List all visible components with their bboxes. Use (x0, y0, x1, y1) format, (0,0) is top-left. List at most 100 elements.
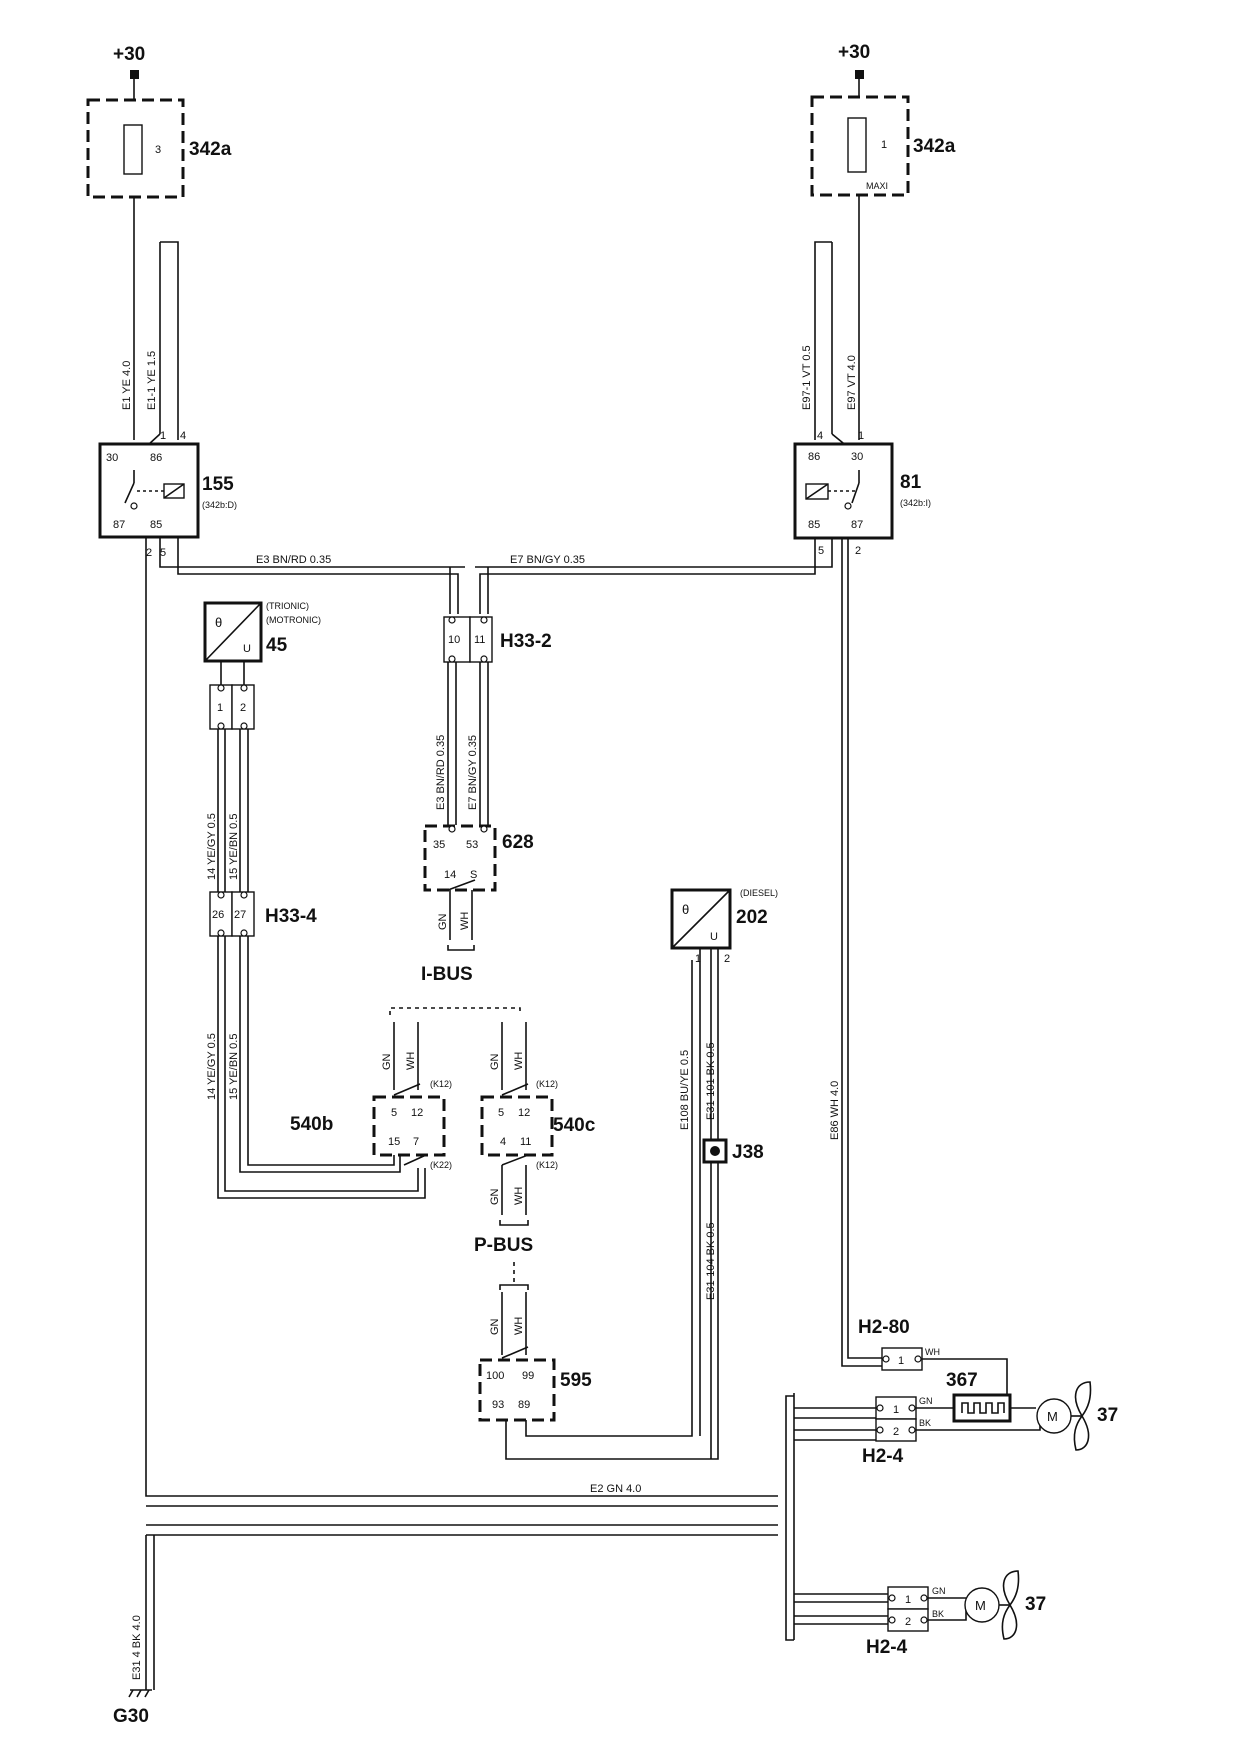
c45-a: 1 (217, 702, 223, 714)
wire-yebn-1: 15 YE/BN 0.5 (228, 814, 240, 880)
ground-g30: G30 (113, 1689, 152, 1727)
540c-c: 4 (500, 1136, 506, 1148)
h2-80-pin: 1 (898, 1355, 904, 1367)
h33-2-b: 11 (474, 634, 485, 646)
junction-j38: J38 E31-104 BK 0.5 (702, 1138, 764, 1459)
fan-37-lower: M 37 (964, 1570, 1046, 1640)
module-540c: GN WH (K12) 5 12 4 11 (K12) 540c GN WH (480, 1022, 596, 1226)
540b-d: 7 (413, 1136, 419, 1148)
540b-wh: WH (405, 1052, 417, 1070)
fuse-right-id: 342a (913, 136, 956, 157)
595-c: 93 (492, 1399, 504, 1411)
ibus-label: I-BUS (421, 964, 473, 985)
connector-h33-2: 10 11 H33-2 (443, 616, 552, 663)
h2-4a-id: H2-4 (862, 1446, 904, 1467)
connector-h2-4-upper: 1 2 GN BK H2-4 (794, 1396, 1041, 1467)
wires-h33-2: E3 BN/RD 0.35 E7 BN/GY 0.35 (159, 537, 833, 614)
relay155-p87: 87 (113, 519, 125, 531)
relay155-t1: 1 (160, 430, 166, 442)
sensor202-u: U (710, 931, 718, 943)
h2-80-color: WH (925, 1347, 940, 1357)
module-540b: GN WH (K12) 5 12 15 7 (K22) 540b (290, 1022, 452, 1170)
connector-45: 1 2 (209, 684, 255, 730)
h2-4a-c1: GN (919, 1396, 933, 1406)
ibus-gn-1: GN (437, 913, 449, 930)
relay81-ref: (342b:I) (900, 498, 931, 508)
left-fuse-342a: 3 342a (86, 98, 232, 199)
h2-4b-p2: 2 (905, 1616, 911, 1628)
sensor45-note1: (TRIONIC) (266, 601, 309, 611)
connector-h2-4-lower: 1 2 GN BK H2-4 (794, 1586, 967, 1658)
540b-a: 5 (391, 1107, 397, 1119)
c628-b: 53 (466, 839, 478, 851)
relay155-p86: 86 (150, 452, 162, 464)
h2-4a-p2: 2 (893, 1426, 899, 1438)
wire-labels-top: E1 YE 4.0 E1-1 YE 1.5 E97-1 VT 0.5 E97 V… (121, 345, 858, 410)
wire-yebn-2: 15 YE/BN 0.5 (228, 1034, 240, 1100)
wire-yegy-1: 14 YE/GY 0.5 (206, 813, 218, 880)
relay155-ref: (342b:D) (202, 500, 237, 510)
right-supply: +30 (838, 42, 870, 97)
h2-4b-id: H2-4 (866, 1637, 908, 1658)
sensor202-note: (DIESEL) (740, 888, 778, 898)
c628-d: S (470, 869, 477, 881)
540c-wh: WH (513, 1052, 525, 1070)
wire-e2-label: E2 GN 4.0 (590, 1483, 641, 1495)
relay-155: 1 4 30 86 87 85 5 2 155 (342b:D) (98, 430, 237, 559)
595-a: 100 (486, 1370, 504, 1382)
relay81-t4: 4 (817, 430, 823, 442)
h33-4-a: 26 (212, 909, 224, 921)
540c-k2: (K12) (536, 1160, 558, 1170)
540c-a: 5 (498, 1107, 504, 1119)
connector-h2-80: H2-80 1 WH (858, 1317, 1008, 1395)
540c-k1: (K12) (536, 1079, 558, 1089)
h2-4a-p1: 1 (893, 1404, 899, 1416)
540b-b: 12 (411, 1107, 423, 1119)
fan-37-upper: M 37 (1036, 1381, 1118, 1451)
sensor202-p1: 1 (695, 953, 701, 965)
pbus-wh: WH (513, 1317, 525, 1335)
fuse-right-type: MAXI (866, 181, 888, 191)
relay81-t2: 2 (855, 545, 861, 557)
wire-e108: E108 BU/YE 0.5 (679, 1050, 691, 1130)
connector-h33-4: 26 27 H33-4 (209, 891, 317, 937)
relay81-t1: 1 (858, 430, 864, 442)
540b-id: 540b (290, 1114, 333, 1135)
540c-d: 11 (520, 1136, 531, 1148)
wire-yegy-2: 14 YE/GY 0.5 (206, 1033, 218, 1100)
relay155-id: 155 (202, 474, 234, 495)
c628-a: 35 (433, 839, 445, 851)
sensor45-u: U (243, 643, 251, 655)
h2-4b-c1: GN (932, 1586, 946, 1596)
540c-b: 12 (518, 1107, 530, 1119)
h2-4b-c2: BK (932, 1609, 944, 1619)
wires-628: E3 BN/RD 0.35 E7 BN/GY 0.35 (435, 662, 489, 825)
fan2-motor: M (975, 1598, 986, 1613)
pbus-label: P-BUS (474, 1235, 533, 1256)
595-id: 595 (560, 1370, 592, 1391)
wire-e1-1: E1-1 YE 1.5 (146, 351, 158, 410)
fan2-id: 37 (1025, 1594, 1046, 1615)
wire-e97-1: E97-1 VT 0.5 (801, 345, 813, 410)
540c-gn: GN (489, 1053, 501, 1070)
sensor202-theta: θ (682, 902, 689, 917)
540b-k2: (K22) (430, 1160, 452, 1170)
h2-4b-p1: 1 (905, 1594, 911, 1606)
wire-e31-104: E31-104 BK 0.5 (705, 1222, 717, 1300)
pbus-gn: GN (489, 1318, 501, 1335)
wire-e31-4-label: E31 4 BK 4.0 (131, 1615, 143, 1680)
relay81-p30: 30 (851, 451, 863, 463)
c45-b: 2 (240, 702, 246, 714)
left-supply-label: +30 (113, 44, 145, 65)
resistor-367: 367 (946, 1370, 1012, 1423)
540b-k1: (K12) (430, 1079, 452, 1089)
c628-id: 628 (502, 832, 534, 853)
module-628: 35 53 14 S 628 (423, 824, 534, 892)
595-d: 89 (518, 1399, 530, 1411)
left-supply: +30 (113, 44, 145, 100)
right-supply-label: +30 (838, 42, 870, 63)
relay81-t5: 5 (818, 545, 824, 557)
relay155-t4: 4 (180, 430, 186, 442)
relay81-p87: 87 (851, 519, 863, 531)
wires-45-h33-4: 14 YE/GY 0.5 15 YE/BN 0.5 (206, 729, 249, 892)
